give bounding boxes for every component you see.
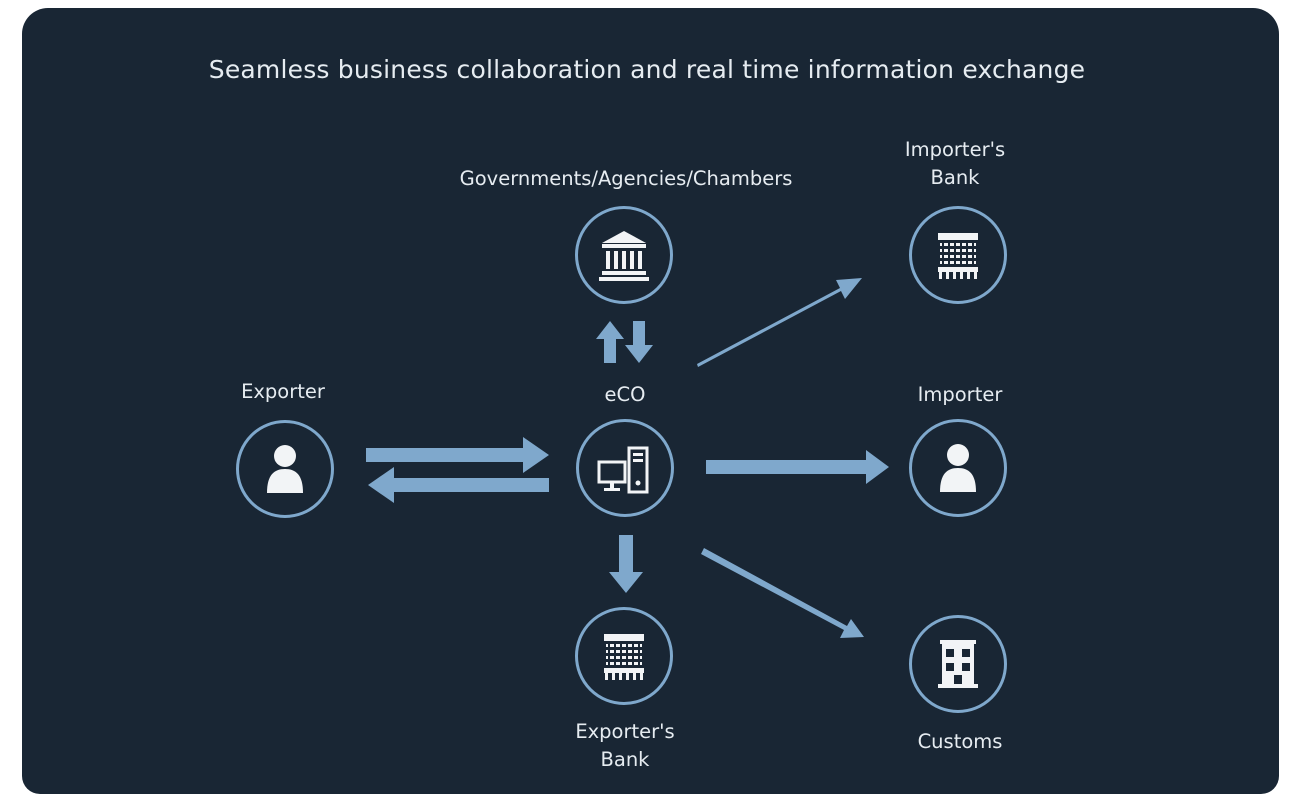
bank-building-icon: [938, 233, 978, 279]
bank-building-icon: [604, 634, 644, 680]
exporters-bank-label-line2: Bank: [600, 748, 650, 771]
diagram-title: Seamless business collaboration and real…: [208, 55, 1086, 84]
arrow-eco-to-importers-bank: [697, 278, 862, 367]
eco-label: eCO: [604, 383, 646, 406]
arrow-eco-to-exporters-bank: [609, 535, 643, 593]
exporter-node[interactable]: [236, 420, 334, 518]
importers-bank-label-line2: Bank: [930, 166, 980, 189]
arrow-eco-to-exporter: [368, 467, 549, 503]
importers-bank-label-line1: Importer's: [904, 138, 1006, 161]
arrow-eco-to-customs: [701, 548, 864, 638]
customs-node[interactable]: [909, 615, 1007, 713]
arrow-governments-to-eco: [625, 321, 653, 363]
importers-bank-label: Importer's Bank: [885, 136, 1025, 192]
customs-building-icon: [938, 640, 978, 688]
governments-node[interactable]: [575, 206, 673, 304]
person-icon: [267, 445, 303, 493]
governments-label: Governments/Agencies/Chambers: [459, 167, 793, 190]
exporter-label: Exporter: [241, 380, 325, 403]
importers-bank-node[interactable]: [909, 206, 1007, 304]
arrow-exporter-to-eco: [366, 437, 549, 473]
exporters-bank-node[interactable]: [575, 607, 673, 705]
eco-node[interactable]: [576, 419, 674, 517]
importer-node[interactable]: [909, 419, 1007, 517]
exporters-bank-label-line1: Exporter's: [575, 720, 675, 743]
computer-icon: [597, 446, 649, 494]
exporters-bank-label: Exporter's Bank: [555, 718, 695, 774]
arrow-eco-to-importer: [706, 450, 889, 484]
customs-label: Customs: [917, 730, 1003, 753]
government-building-icon: [599, 231, 649, 281]
arrow-eco-to-governments: [596, 321, 624, 363]
importer-label: Importer: [917, 383, 1003, 406]
person-icon: [940, 444, 976, 492]
